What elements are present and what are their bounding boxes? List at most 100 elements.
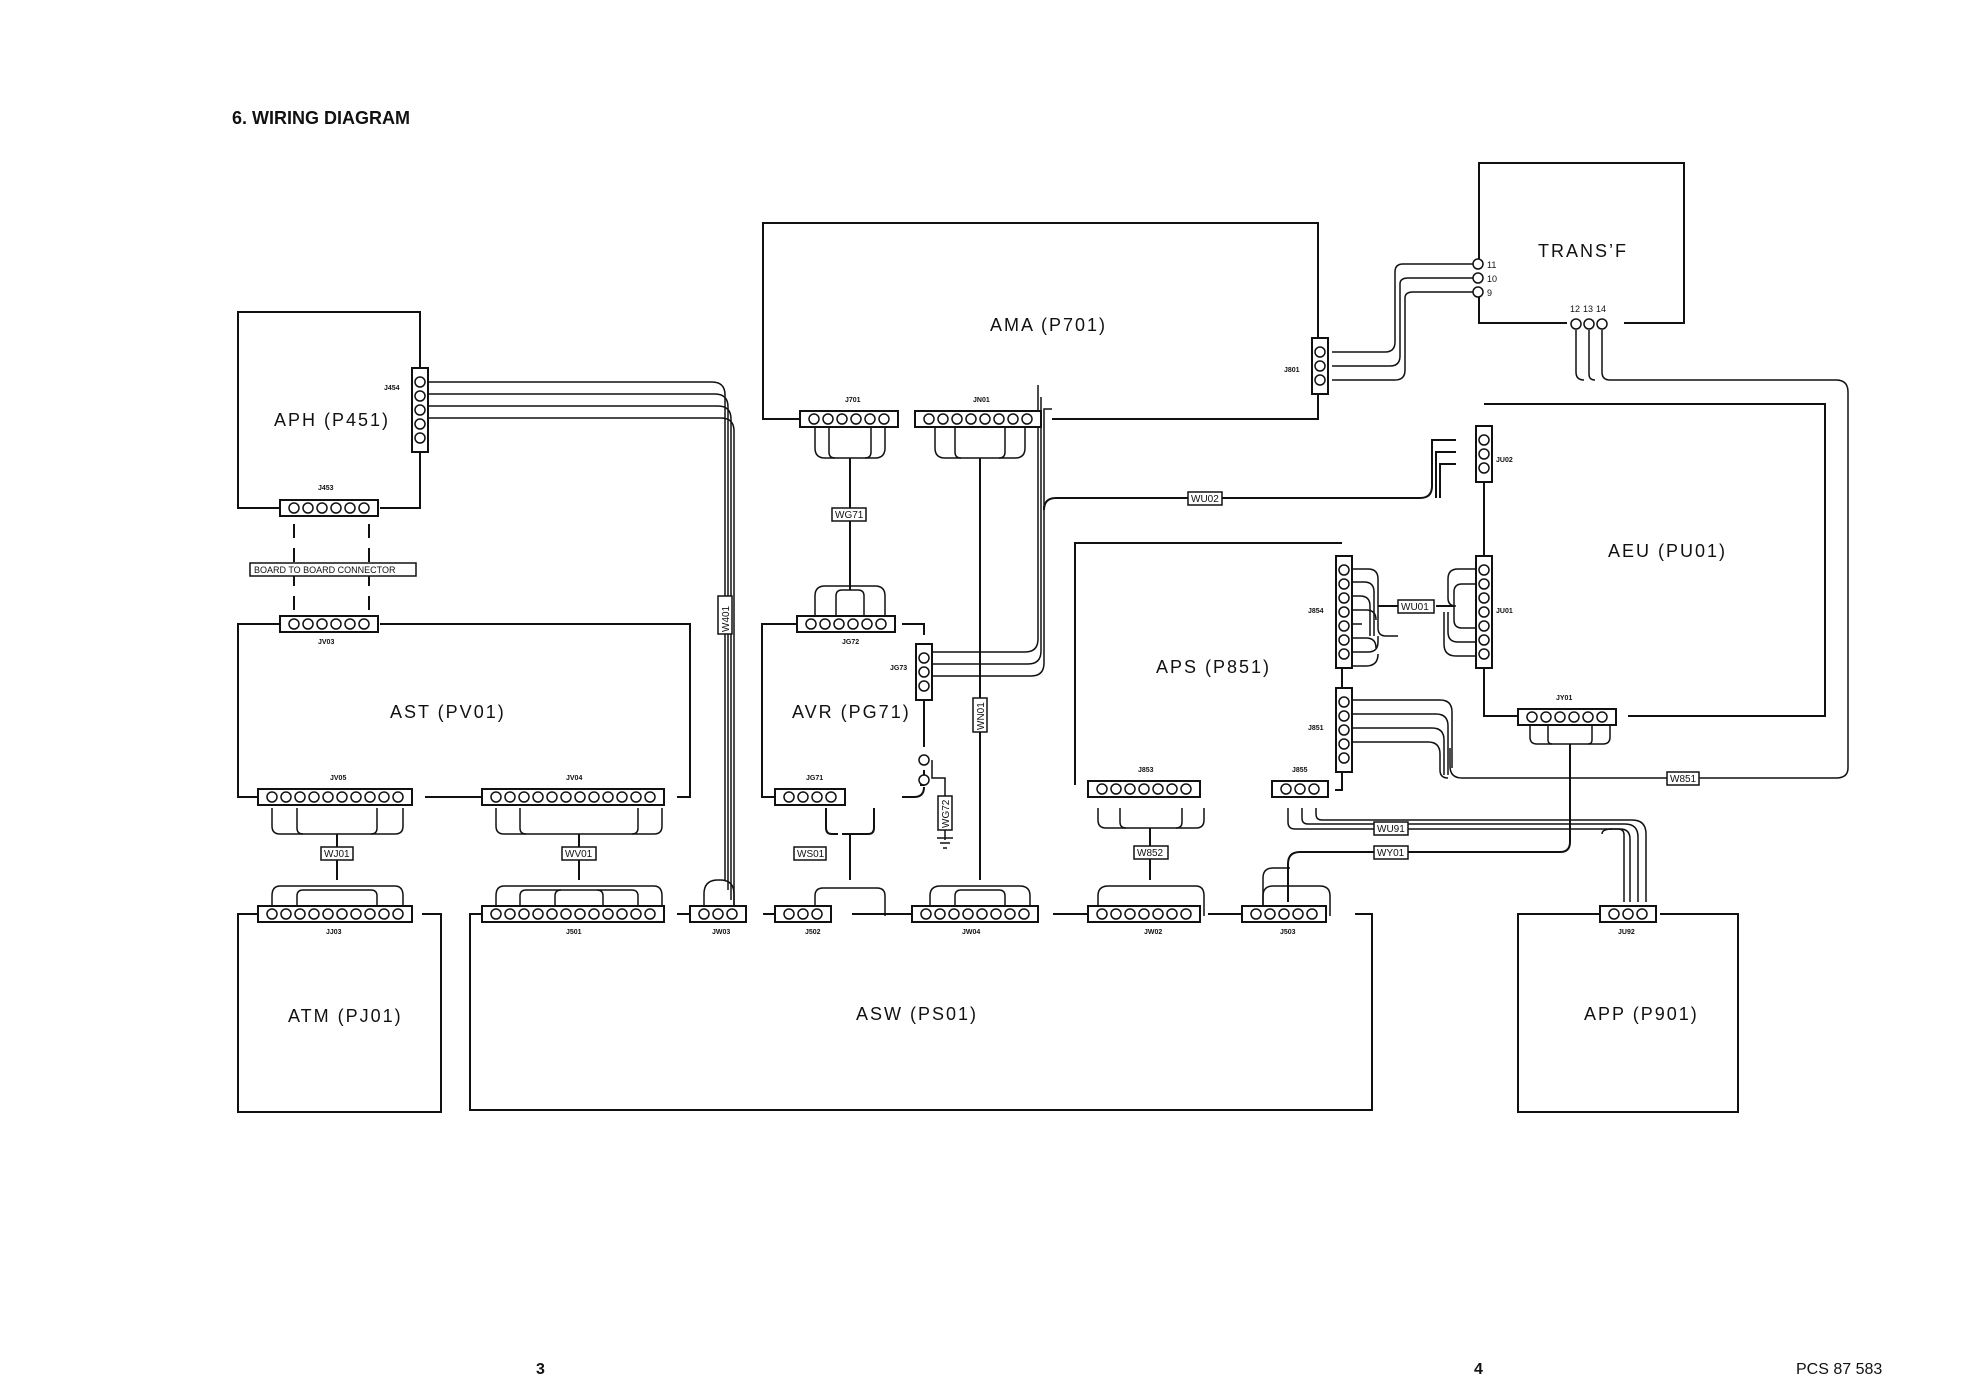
connector-pin (726, 908, 738, 920)
connector-pin (698, 908, 710, 920)
connector-jw02: JW02 (1087, 905, 1201, 936)
connector-pin (518, 908, 530, 920)
connector-pin (350, 791, 362, 803)
connector-pin (923, 413, 935, 425)
connector-pin (294, 908, 306, 920)
transformer-pins: 11 10 9 12 13 14 (918, 258, 1608, 786)
connector-pin (364, 791, 376, 803)
connector-pin (330, 502, 342, 514)
connector-j801: J801 (1284, 337, 1329, 395)
board-transf: TRANS’F (1538, 241, 1628, 261)
wire-tag-wj01: WJ01 (320, 846, 354, 861)
connector-jw04: JW04 (911, 905, 1039, 936)
connector-pin (532, 908, 544, 920)
connector-pin (322, 791, 334, 803)
board-aeu: AEU (PU01) (1608, 541, 1727, 561)
board-asw: ASW (PS01) (856, 1004, 978, 1024)
connector-pin (819, 618, 831, 630)
connector-pin (1338, 578, 1350, 590)
svg-text:BOARD TO BOARD CONNECTOR: BOARD TO BOARD CONNECTOR (254, 565, 396, 575)
connector-pin (918, 652, 930, 664)
connector-label-ju01: JU01 (1496, 608, 1513, 615)
connector-pin (490, 908, 502, 920)
connector-jg73: JG73 (890, 643, 933, 701)
connector-pin (336, 908, 348, 920)
board-ama: AMA (P701) (990, 315, 1107, 335)
connector-pin (1110, 908, 1122, 920)
connector-pin (616, 791, 628, 803)
connector-pin (1314, 360, 1326, 372)
connector-pin (822, 413, 834, 425)
connector-pin (358, 618, 370, 630)
connector-pin (532, 791, 544, 803)
connector-pin (644, 791, 656, 803)
transf-pin-14: 14 (1596, 304, 1606, 314)
connector-pin (864, 413, 876, 425)
connector-pin (1338, 634, 1350, 646)
connector-label-j454: J454 (384, 385, 400, 392)
document-code: PCS 87 583 (1796, 1361, 1882, 1378)
transf-pin-10: 10 (1487, 274, 1497, 284)
connector-pin (1138, 783, 1150, 795)
connector-pin (878, 413, 890, 425)
connector-jg71: JG71 (774, 775, 846, 806)
connector-pin (414, 418, 426, 430)
connector-pin (1478, 592, 1490, 604)
svg-text:W401: W401 (721, 605, 732, 632)
connector-pin (1152, 783, 1164, 795)
connector-label-j501: J501 (566, 929, 582, 936)
connector-j502: J502 (774, 905, 832, 936)
connector-pin (1004, 908, 1016, 920)
connector-pin (616, 908, 628, 920)
connector-pin (378, 791, 390, 803)
connector-pin (1338, 648, 1350, 660)
connector-pin (1338, 724, 1350, 736)
connector-pin (948, 908, 960, 920)
connector-j501: J501 (481, 905, 665, 936)
connector-pin (322, 908, 334, 920)
connector-pin (1138, 908, 1150, 920)
connector-pin (1582, 711, 1594, 723)
wire-tag-wg71: WG71 (831, 507, 867, 522)
connector-pin (1338, 564, 1350, 576)
connector-label-jj03: JJ03 (326, 929, 342, 936)
connector-jn01: JN01 (914, 397, 1042, 428)
connector-ju92: JU92 (1599, 905, 1657, 936)
connector-pin (1124, 908, 1136, 920)
connector-pin (378, 908, 390, 920)
connector-j454: J454 (384, 367, 429, 453)
connector-label-jv03: JV03 (318, 639, 334, 646)
connector-label-jv05: JV05 (330, 775, 346, 782)
connector-pin (1096, 908, 1108, 920)
connector-pin (644, 908, 656, 920)
connector-pin (574, 791, 586, 803)
connector-label-jw02: JW02 (1144, 929, 1162, 936)
connector-pin (316, 502, 328, 514)
connector-pin (1294, 783, 1306, 795)
connector-pin (392, 791, 404, 803)
connector-pin (504, 908, 516, 920)
connector-label-j854: J854 (1308, 608, 1324, 615)
connector-label-j855: J855 (1292, 767, 1308, 774)
connector-pin (1306, 908, 1318, 920)
connector-pin (1526, 711, 1538, 723)
connector-label-j853: J853 (1138, 767, 1154, 774)
connector-pin (546, 791, 558, 803)
connector-pin (1608, 908, 1620, 920)
connector-pin (302, 502, 314, 514)
connector-pin (602, 908, 614, 920)
connector-label-jg72: JG72 (842, 639, 859, 646)
connector-pin (833, 618, 845, 630)
connector-pin (850, 413, 862, 425)
wire-tag-wy01: WY01 (1373, 845, 1409, 860)
connector-pin (266, 908, 278, 920)
connector-pin (546, 908, 558, 920)
connector-pin (560, 908, 572, 920)
connector-pin (1180, 908, 1192, 920)
connector-pin (783, 791, 795, 803)
connector-jy01: JY01 (1517, 695, 1617, 726)
connector-pin (805, 618, 817, 630)
connector-pin (1478, 578, 1490, 590)
connector-pin (918, 680, 930, 692)
